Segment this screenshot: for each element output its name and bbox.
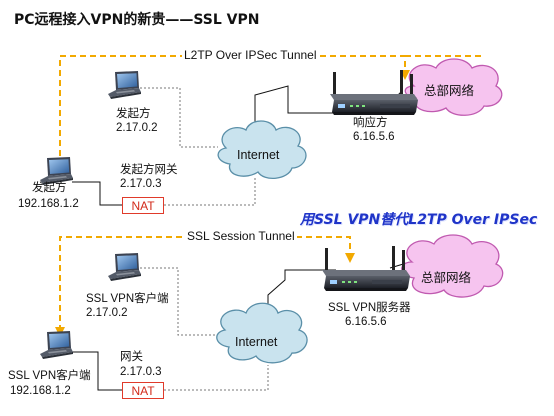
remote-client-name: SSL VPN客户端	[86, 293, 169, 305]
dotted-remote-internet	[140, 87, 218, 148]
nat-box: NAT	[122, 197, 164, 214]
gateway-name: 网关	[120, 351, 143, 363]
top-diagram	[40, 55, 503, 206]
internet-cloud-icon	[216, 302, 308, 364]
gateway-ip: 2.17.0.3	[120, 366, 162, 378]
local-client-name: SSL VPN客户端	[8, 370, 91, 382]
link-laptop-nat	[72, 351, 122, 391]
dotted-nat-internet	[164, 365, 269, 391]
ssl-tunnel-path	[59, 236, 351, 331]
laptop-icon	[108, 253, 141, 281]
nat-box: NAT	[122, 382, 164, 399]
remote-initiator-name: 发起方	[116, 108, 151, 120]
local-initiator-name: 发起方	[32, 182, 67, 194]
ssl-server-ip: 6.16.5.6	[345, 316, 387, 328]
remote-client-ip: 2.17.0.2	[86, 307, 128, 319]
laptop-icon	[40, 157, 73, 185]
dotted-nat-internet	[164, 177, 256, 206]
router-icon	[322, 246, 410, 291]
hq-network-label: 总部网络	[421, 271, 472, 285]
responder-name: 响应方	[353, 117, 388, 129]
laptop-icon	[108, 71, 141, 99]
page-title: PC远程接入VPN的新贵——SSL VPN	[14, 12, 260, 28]
link-internet-router	[254, 85, 340, 150]
hq-network-cloud-icon	[401, 234, 504, 298]
tunnel-label: SSL Session Tunnel	[185, 229, 297, 243]
internet-label: Internet	[237, 148, 280, 162]
ssl-server-name: SSL VPN服务器	[328, 302, 411, 314]
responder-ip: 6.16.5.6	[353, 131, 395, 143]
initiator-gateway-ip: 2.17.0.3	[120, 178, 162, 190]
local-client-ip: 192.168.1.2	[10, 385, 71, 397]
remote-initiator-ip: 2.17.0.2	[116, 122, 158, 134]
tunnel-arrow-right	[345, 253, 355, 263]
laptop-icon	[40, 331, 73, 359]
link-laptop-nat	[72, 181, 122, 206]
internet-cloud-icon	[217, 120, 307, 179]
bottom-diagram	[40, 234, 504, 391]
hq-network-label: 总部网络	[424, 84, 475, 98]
local-initiator-ip: 192.168.1.2	[18, 198, 79, 210]
tunnel-label: L2TP Over IPSec Tunnel	[182, 48, 319, 62]
internet-label: Internet	[235, 335, 278, 349]
initiator-gateway-name: 发起方网关	[120, 164, 178, 176]
comparison-banner: 用SSL VPN替代L2TP Over IPSec	[300, 212, 538, 228]
